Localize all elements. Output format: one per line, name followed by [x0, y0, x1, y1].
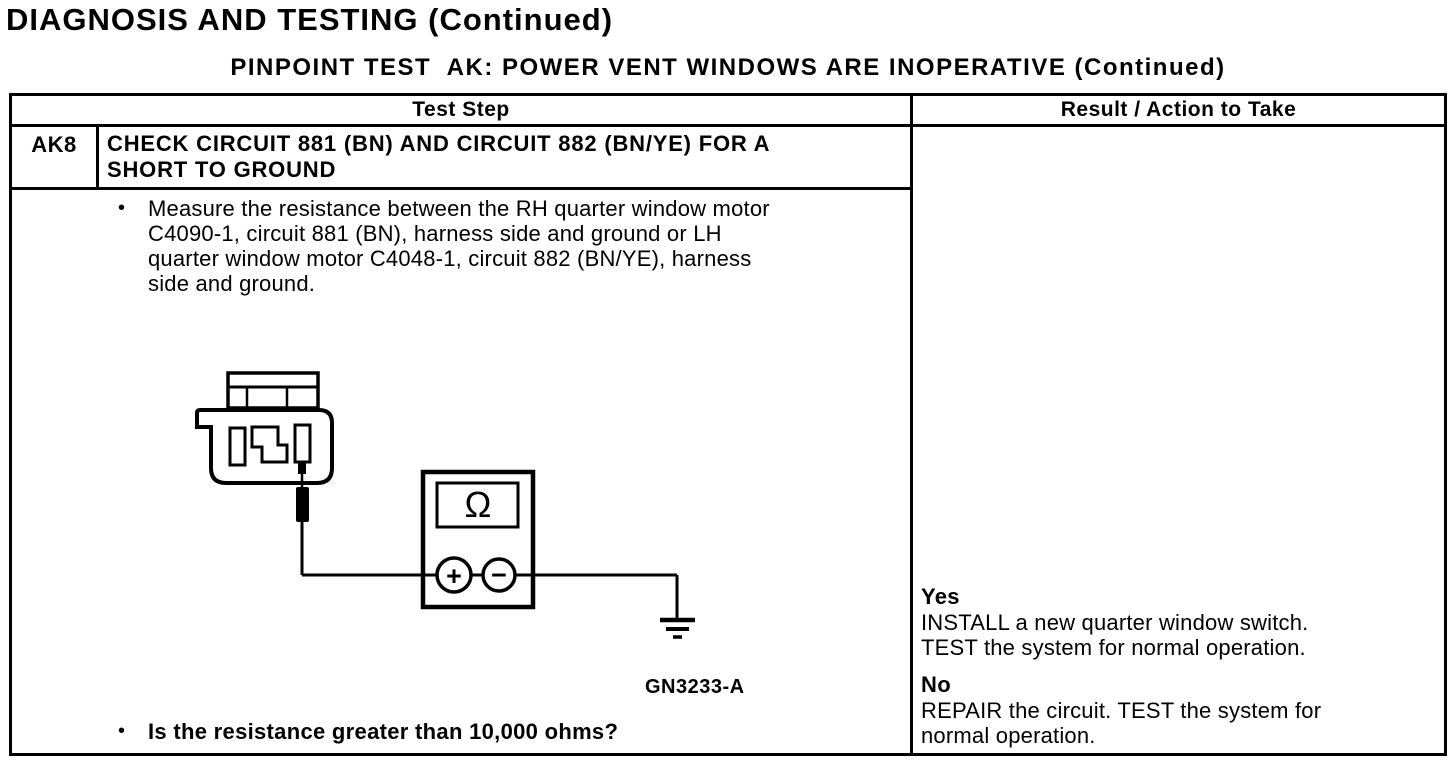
text-line: C4090-1, circuit 881 (BN), harness side …: [148, 221, 722, 246]
text-line: REPAIR the circuit. TEST the system for: [921, 698, 1322, 723]
table-body-row: AK8 CHECK CIRCUIT 881 (BN) AND CIRCUIT 8…: [12, 127, 1444, 753]
header-result-action: Result / Action to Take: [1060, 98, 1297, 121]
pinpoint-test-table: Test Step Result / Action to Take AK8 CH…: [9, 93, 1447, 756]
bullet-glyph: •: [118, 720, 126, 742]
no-label: No: [921, 672, 951, 697]
yes-result-group: Yes INSTALL a new quarter window switch.…: [921, 583, 1438, 660]
text-line: CHECK CIRCUIT 881 (BN) AND CIRCUIT 882 (…: [107, 131, 771, 156]
text-line: side and ground.: [148, 271, 316, 296]
text-line: Measure the resistance between the RH qu…: [148, 196, 770, 221]
text-line: TEST the system for normal operation.: [921, 635, 1306, 660]
text-line: INSTALL a new quarter window switch.: [921, 610, 1309, 635]
no-result-group: No REPAIR the circuit. TEST the system f…: [921, 671, 1438, 748]
text-line: quarter window motor C4048-1, circuit 88…: [148, 246, 752, 271]
step-title: CHECK CIRCUIT 881 (BN) AND CIRCUIT 882 (…: [99, 127, 910, 187]
page-title: DIAGNOSIS AND TESTING (Continued): [6, 2, 614, 37]
yes-action-text: INSTALL a new quarter window switch.TEST…: [921, 610, 1438, 660]
header-test-step: Test Step: [12, 96, 913, 124]
text-line: normal operation.: [921, 723, 1096, 748]
step-heading-row: AK8 CHECK CIRCUIT 881 (BN) AND CIRCUIT 8…: [12, 127, 910, 190]
result-block: Yes INSTALL a new quarter window switch.…: [921, 583, 1438, 748]
step-content: • Measure the resistance between the RH …: [12, 190, 910, 750]
text-line: SHORT TO GROUND: [107, 157, 337, 182]
question-text: Is the resistance greater than 10,000 oh…: [148, 719, 619, 744]
question-bullet-item: • Is the resistance greater than 10,000 …: [115, 719, 618, 744]
step-id: AK8: [12, 127, 99, 187]
table-header-row: Test Step Result / Action to Take: [12, 96, 1444, 127]
pinpoint-test-subtitle: PINPOINT TEST AK: POWER VENT WINDOWS ARE…: [230, 54, 1226, 81]
instruction-text: Measure the resistance between the RH qu…: [148, 196, 770, 296]
instruction-bullet-item: • Measure the resistance between the RH …: [115, 196, 770, 296]
bullet-glyph: •: [118, 197, 126, 219]
yes-label: Yes: [921, 584, 960, 609]
result-action-column: Yes INSTALL a new quarter window switch.…: [913, 127, 1444, 753]
test-step-column: AK8 CHECK CIRCUIT 881 (BN) AND CIRCUIT 8…: [12, 127, 913, 753]
